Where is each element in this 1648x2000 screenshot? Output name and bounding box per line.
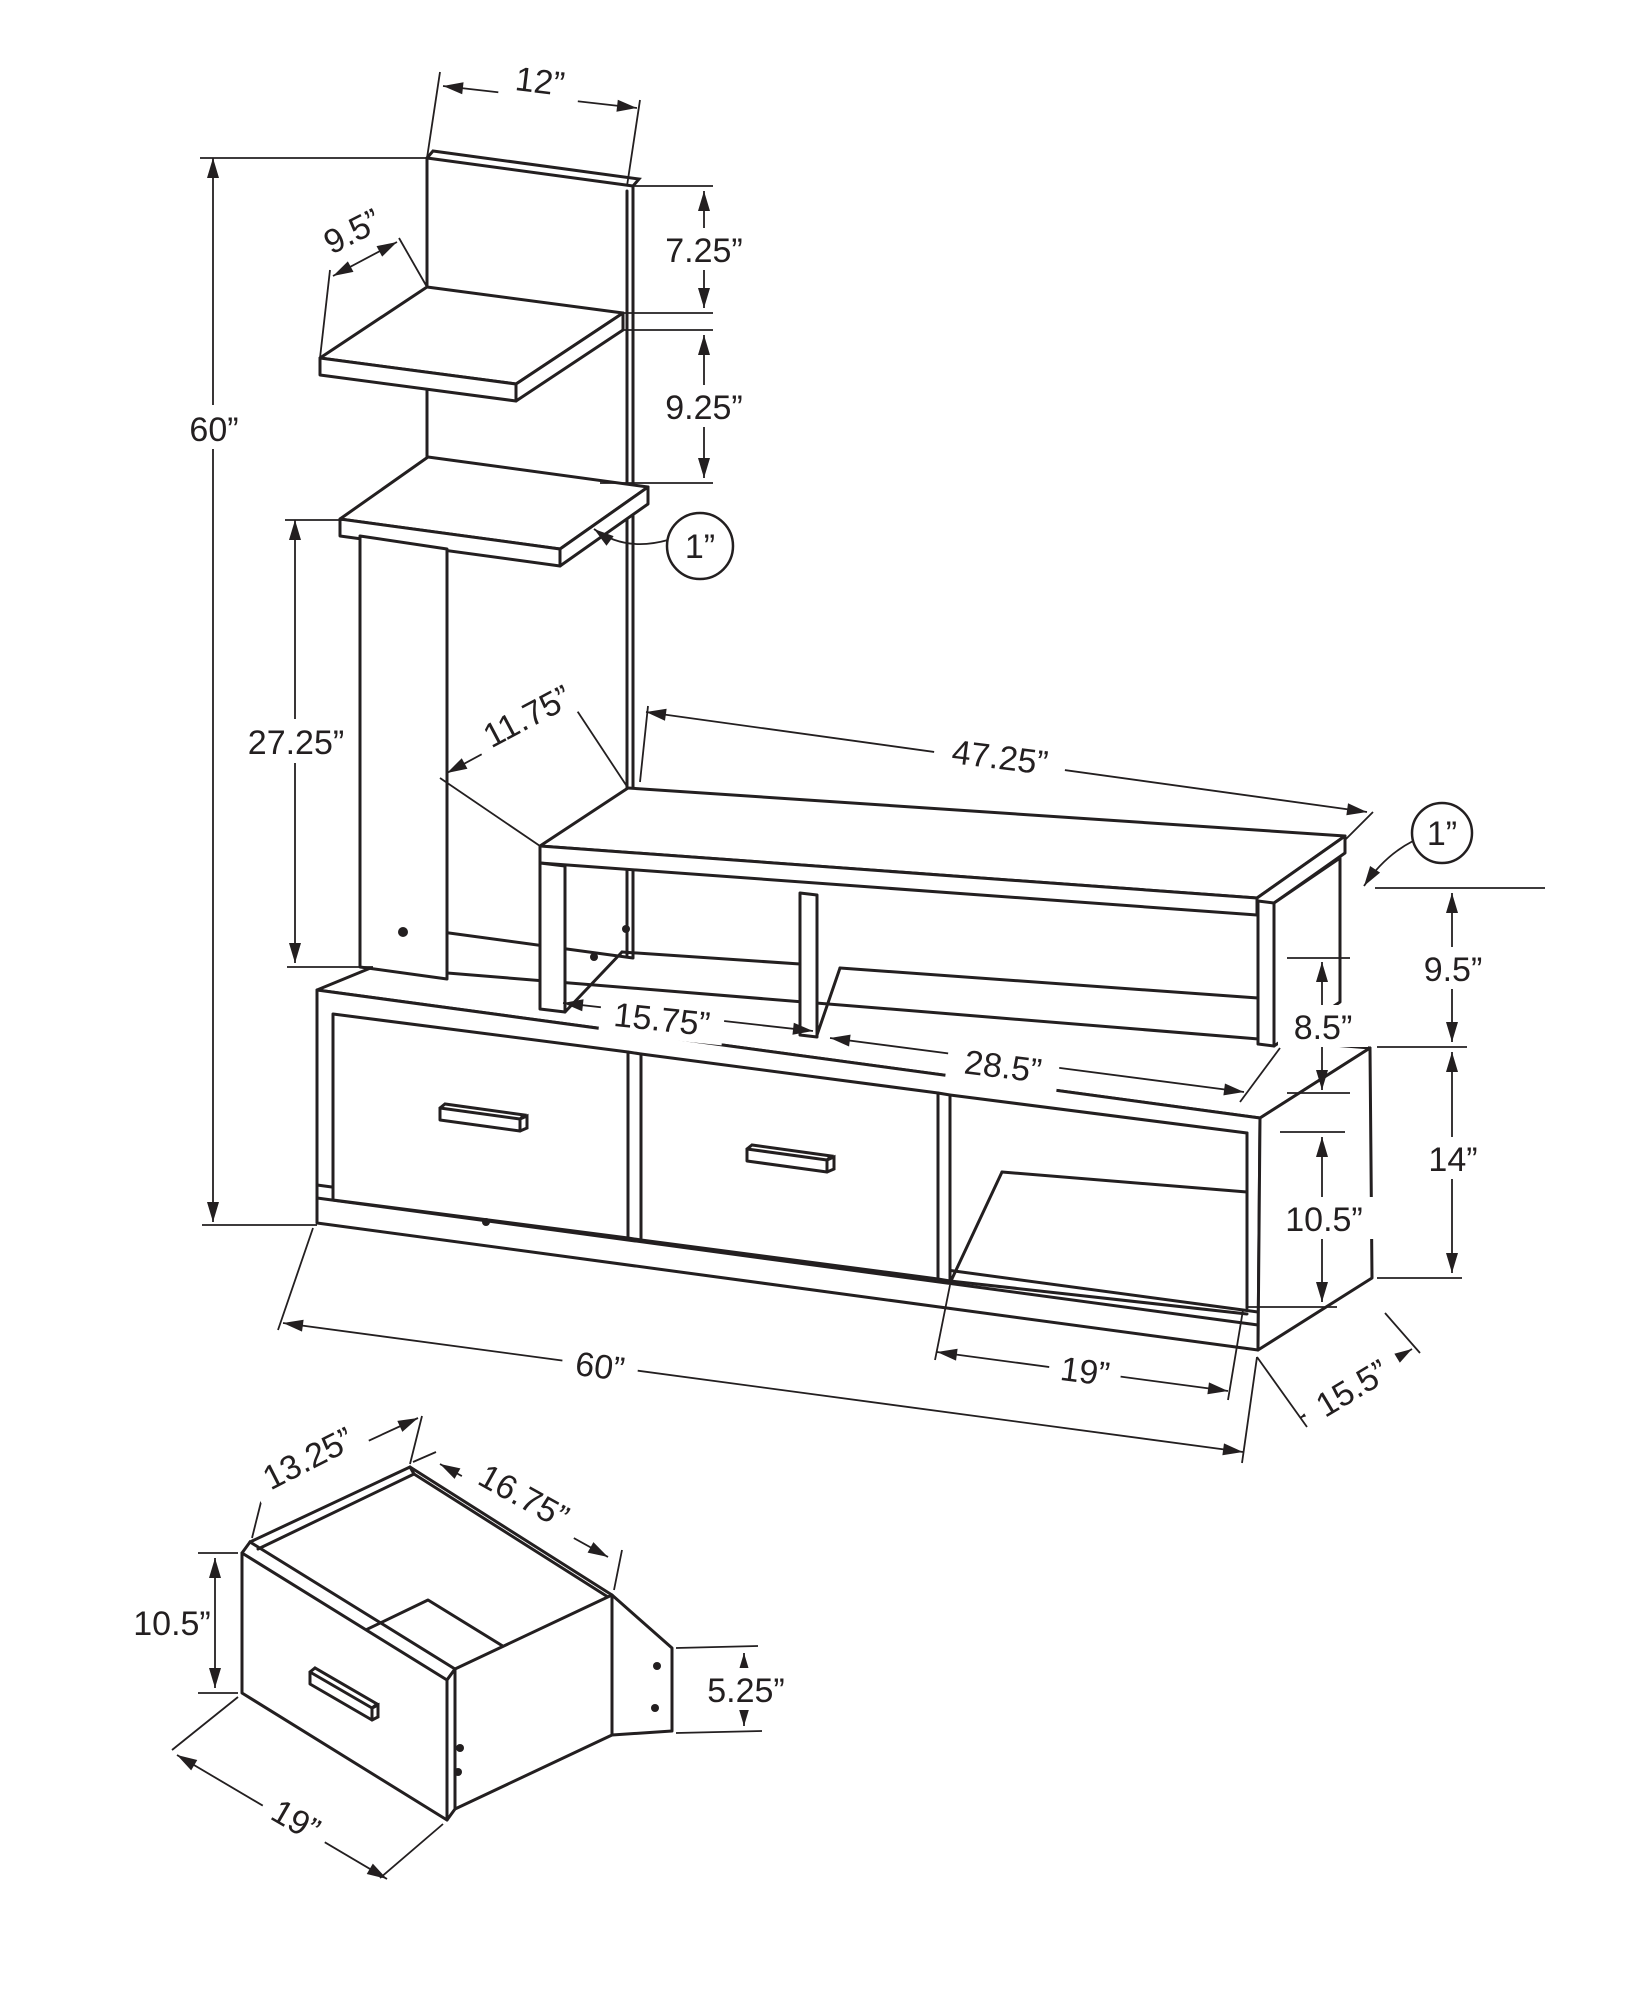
dim-top-gap: 7.25” (623, 185, 753, 314)
open-compartment-interior (948, 1093, 1249, 1316)
dim-column-height: 27.25” (235, 519, 373, 968)
dim-drawer-front-height-label: 10.5” (133, 1605, 211, 1643)
dim-panel-width-label: 12” (513, 60, 566, 104)
dim-drawer-front-height: 10.5” (133, 1552, 238, 1694)
hutch-divider (798, 891, 819, 1039)
dim-column-height-label: 27.25” (248, 724, 344, 762)
pier-column (358, 534, 449, 981)
pier-middle-shelf (338, 455, 650, 568)
drawer-box (240, 1465, 674, 1822)
dim-drawer-back-height-label: 5.25” (707, 1672, 785, 1710)
callout-hutch-thickness: 1” (1363, 801, 1474, 887)
dim-total-height: 60” (178, 157, 427, 1226)
dim-hutch-length: 47.25” (639, 705, 1374, 841)
dim-hutch-interior-height: 8.5” (1278, 957, 1368, 1094)
hutch-top (538, 786, 1347, 917)
dim-drawer-back-width: 16.75” (412, 1447, 623, 1591)
hutch-left-wall (538, 861, 567, 1014)
dim-drawer-back-width-label: 16.75” (472, 1457, 575, 1537)
dim-base-height: 14” (1377, 1046, 1493, 1279)
dim-shelf-gap-label: 9.25” (665, 389, 743, 427)
drawer-front-2 (639, 1052, 940, 1281)
dim-base-height-label: 14” (1428, 1141, 1477, 1179)
dim-total-width-label: 60” (573, 1345, 627, 1389)
dim-total-width: 60” (277, 1227, 1258, 1464)
dim-right-cubby-width: 28.5” (829, 1034, 1281, 1103)
dim-open-compartment-width: 19” (934, 1284, 1244, 1401)
pier-top-shelf (318, 285, 625, 403)
dim-open-compartment-width-label: 19” (1058, 1350, 1112, 1394)
dim-total-height-label: 60” (189, 411, 238, 449)
callout-panel-thickness: 1” (593, 511, 735, 581)
open-compartment-stile (936, 1091, 952, 1283)
dim-right-cubby-width-label: 28.5” (962, 1043, 1044, 1090)
dim-hutch-end-height-label: 9.5” (1424, 951, 1483, 989)
dim-open-compartment-height: 10.5” (1247, 1131, 1380, 1308)
dim-drawer-back-height: 5.25” (675, 1645, 795, 1734)
dim-hutch-interior-height-label: 8.5” (1294, 1009, 1353, 1047)
callout-hutch-thickness-label: 1” (1427, 815, 1457, 853)
drawer-detail-drawing: 10.5” 13.25” 16.75” (133, 1412, 795, 1880)
dim-hutch-end-height: 9.5” (1375, 887, 1545, 1042)
drawer-stile (626, 1050, 643, 1242)
drawer-front-1 (331, 1012, 630, 1240)
main-unit-drawing: 60” 12” 9.5” 7.25” (178, 54, 1545, 1464)
dim-top-gap-label: 7.25” (665, 232, 743, 270)
dim-open-compartment-height-label: 10.5” (1285, 1201, 1363, 1239)
cam-hole (482, 1218, 490, 1226)
dim-drawer-interior-depth-label: 13.25” (257, 1420, 360, 1498)
callout-panel-thickness-label: 1” (685, 528, 715, 566)
dim-panel-width: 12” (426, 54, 641, 187)
dim-shelf-gap: 9.25” (600, 329, 753, 484)
